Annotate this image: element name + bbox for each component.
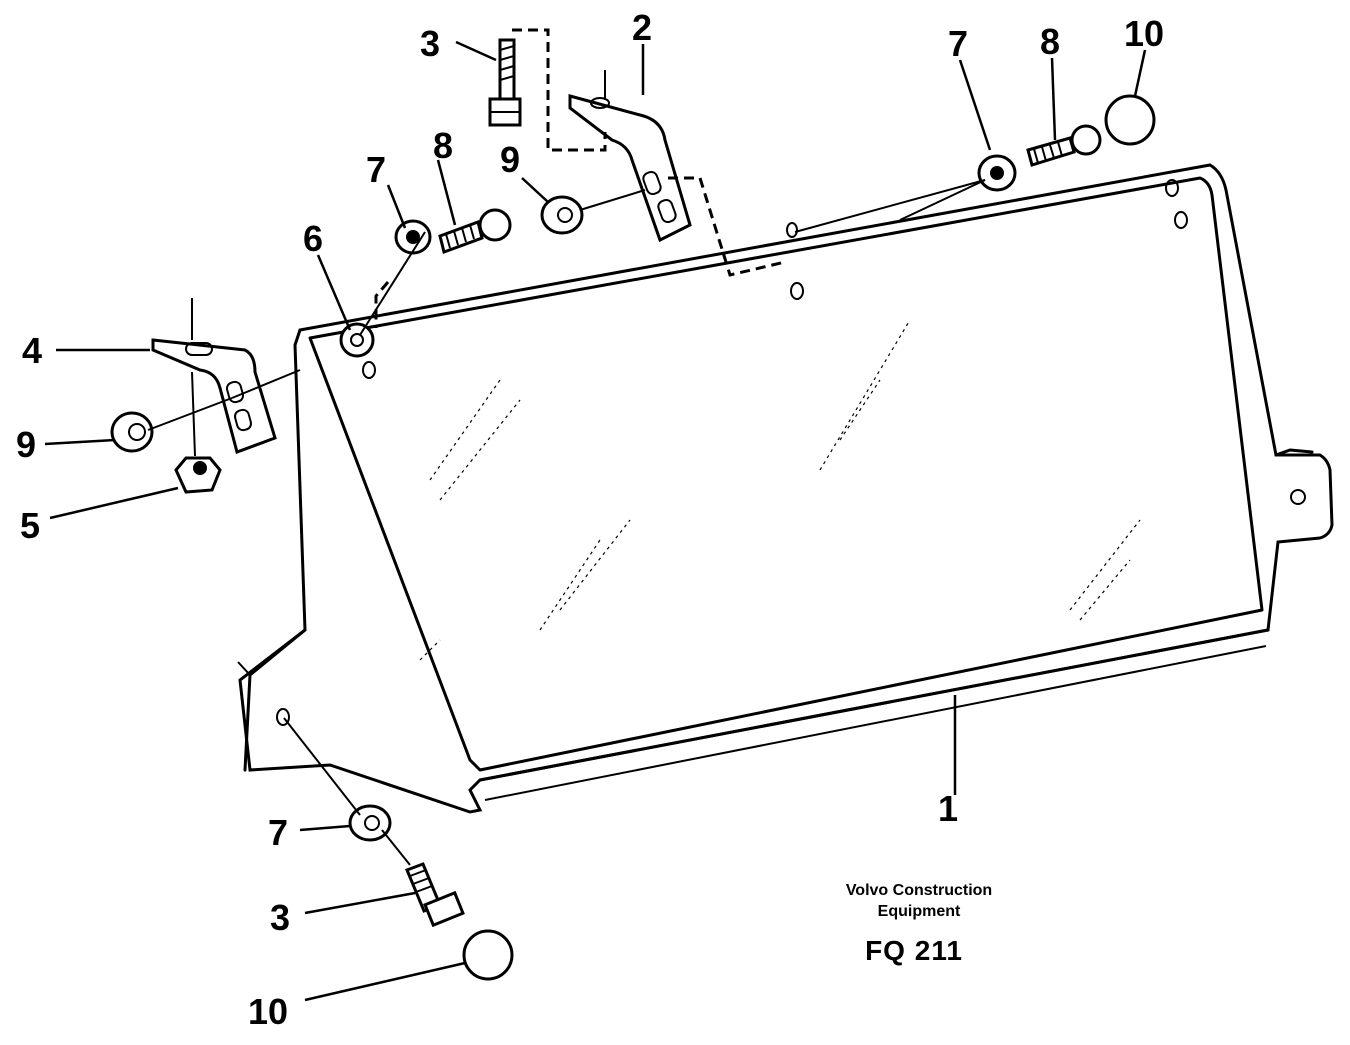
caption-line1: Volvo Construction bbox=[846, 882, 992, 899]
bracket-top bbox=[568, 70, 692, 243]
callout-9-left: 9 bbox=[16, 424, 36, 465]
callout-6: 6 bbox=[303, 218, 323, 259]
callout-1: 1 bbox=[938, 788, 958, 829]
callout-7-right: 7 bbox=[948, 23, 968, 64]
washer-right bbox=[977, 154, 1017, 192]
washer-mid bbox=[394, 219, 432, 255]
callout-5: 5 bbox=[20, 505, 40, 546]
callout-4: 4 bbox=[22, 330, 42, 371]
callout-10-right: 10 bbox=[1124, 13, 1164, 54]
callout-7-mid: 7 bbox=[366, 149, 386, 190]
callout-8-right: 8 bbox=[1040, 21, 1060, 62]
callout-8-mid: 8 bbox=[433, 125, 453, 166]
callout-9-mid: 9 bbox=[500, 139, 520, 180]
nut-bottom-left bbox=[174, 456, 222, 494]
callout-3-bottom: 3 bbox=[270, 897, 290, 938]
callout-3-top: 3 bbox=[420, 23, 440, 64]
caption-line2: Equipment bbox=[878, 903, 961, 920]
cap-bottom bbox=[462, 929, 514, 981]
bolt-top bbox=[488, 38, 522, 127]
bolt-right bbox=[1026, 124, 1102, 167]
bolt-bottom bbox=[405, 862, 465, 928]
callout-10-bottom: 10 bbox=[248, 991, 288, 1032]
nut-left bbox=[110, 411, 154, 453]
callout-7-bottom: 7 bbox=[268, 812, 288, 853]
callout-2: 2 bbox=[632, 7, 652, 48]
figure-code: FQ 211 bbox=[865, 935, 963, 966]
bolt-mid bbox=[438, 208, 512, 254]
glass-panel bbox=[237, 163, 1334, 814]
nut-mid bbox=[540, 195, 584, 235]
cap-right bbox=[1104, 94, 1156, 146]
bracket-left bbox=[151, 298, 277, 457]
